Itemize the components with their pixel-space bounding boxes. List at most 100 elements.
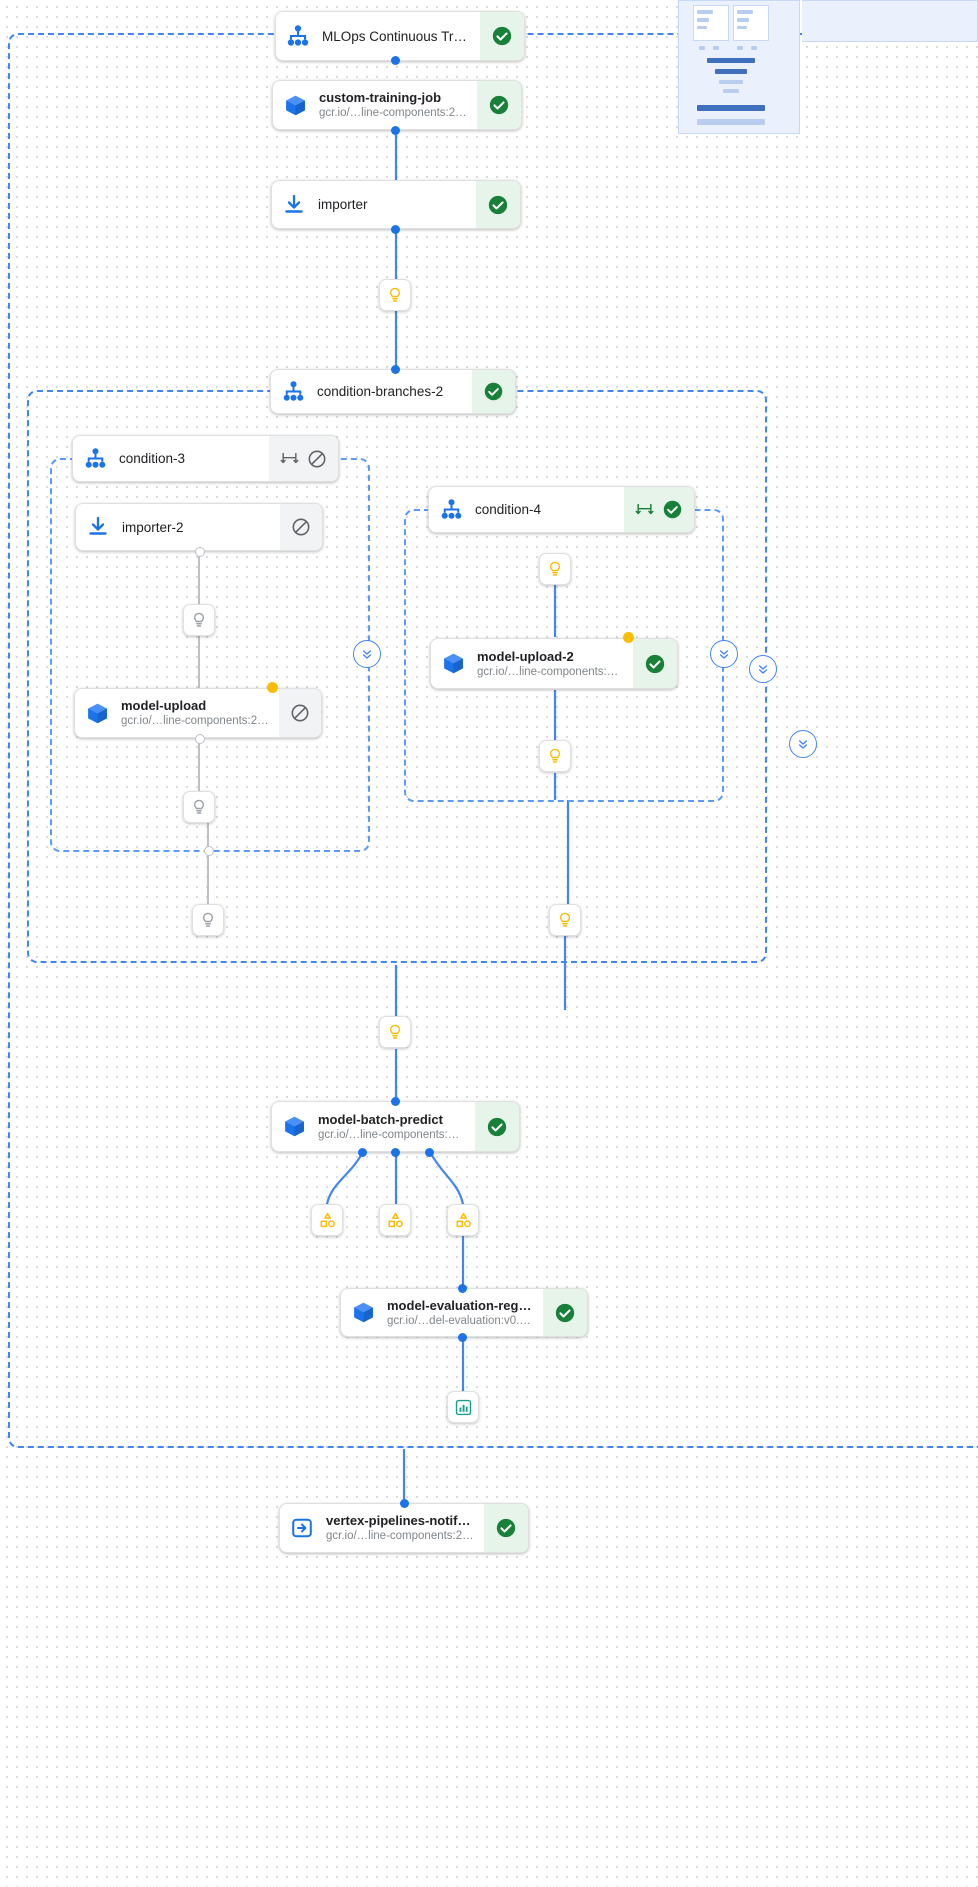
artifact-bulb-gray-icon[interactable] [183,604,215,636]
edge-dot [458,1284,467,1293]
minimap-bar [751,46,757,50]
collapse-chevrons-icon [719,650,729,659]
status-badge [633,639,677,688]
importer-download-icon [272,181,316,228]
node-title: model-upload-2 [477,648,574,664]
node-vertex-pipelines-notification[interactable]: vertex-pipelines-notificat… gcr.io/…line… [279,1503,529,1553]
minimap-bar [707,58,755,63]
no-entry-icon [291,704,309,722]
minimap-bar [697,18,709,22]
edge-dot [204,846,214,856]
collapse-toggle-root-dag[interactable] [789,730,817,758]
node-importer[interactable]: importer [271,180,521,229]
node-model-upload[interactable]: model-upload gcr.io/…line-components:2.6… [74,688,322,738]
collapse-toggle-condition-branches-2[interactable] [749,655,777,683]
dataset-shapes-icon[interactable] [379,1204,411,1236]
minimap-bar [723,89,739,93]
collapse-toggle-condition-4[interactable] [710,640,738,668]
node-subtitle: gcr.io/…line-components:2.6.0 [318,1128,465,1141]
artifact-bulb-amber-icon[interactable] [539,553,571,585]
status-badge [477,81,521,129]
edge-dot [400,1499,409,1508]
check-circle-icon [555,1303,575,1322]
component-cube-icon [431,639,475,688]
node-condition-4[interactable]: condition-4 [428,486,695,533]
no-entry-icon [292,518,310,536]
artifact-bulb-amber-icon[interactable] [379,279,411,311]
node-custom-training-job[interactable]: custom-training-job gcr.io/…line-compone… [272,80,522,130]
artifact-bulb-amber-icon[interactable] [539,740,571,772]
graph-minimap[interactable] [678,0,800,134]
status-badge [476,181,520,228]
minimap-bar [699,46,705,50]
status-badge [624,487,694,532]
minimap-bar [737,46,743,50]
check-circle-icon [488,195,508,214]
artifact-bulb-gray-icon[interactable] [192,904,224,936]
node-subtitle: gcr.io/…del-evaluation:v0.9.3 [387,1314,533,1327]
minimap-bar [697,105,765,111]
dag-root-icon [271,370,315,413]
node-root-dag[interactable]: MLOps Continuous Traini… [275,11,525,61]
collapse-chevrons-icon [362,650,372,659]
node-importer-2[interactable]: importer-2 [75,503,323,551]
artifact-bulb-amber-icon[interactable] [549,904,581,936]
collapse-chevrons-icon [798,740,808,749]
edge-dot [391,56,400,65]
minimap-bar [737,10,753,14]
collapse-chevrons-icon [758,665,768,674]
collapse-toggle-condition-3[interactable] [353,640,381,668]
node-condition-3[interactable]: condition-3 [72,435,339,482]
component-cube-icon [273,81,317,129]
minimap-bar [697,119,765,125]
dag-root-icon [429,487,473,532]
node-condition-branches-2[interactable]: condition-branches-2 [270,369,516,414]
minimap-bar [719,80,743,84]
edge-dot [391,365,400,374]
minimap-bar [697,26,707,29]
status-badge [269,436,338,481]
minimap-bar [697,10,713,14]
exit-handler-icon [280,1504,324,1552]
node-subtitle: gcr.io/…line-components:2.6.0 [477,665,623,678]
status-badge [280,504,322,550]
check-circle-icon [489,95,509,115]
status-badge [484,1504,528,1552]
minimap-bar [737,26,747,29]
check-circle-icon [484,382,503,401]
edge-dot [391,1097,400,1106]
status-badge [543,1289,587,1336]
minimap-bar [715,69,747,74]
dataset-shapes-icon[interactable] [447,1204,479,1236]
check-circle-icon [645,654,665,673]
node-model-upload-2[interactable]: model-upload-2 gcr.io/…line-components:2… [430,638,678,689]
node-title: custom-training-job [319,90,442,105]
edge-dot [358,1148,367,1157]
node-title: vertex-pipelines-notificat… [326,1513,474,1528]
status-badge [475,1102,519,1151]
node-model-evaluation-regression[interactable]: model-evaluation-regres… gcr.io/…del-eva… [340,1288,588,1337]
edge-dot-amber [623,632,634,643]
check-circle-icon [663,500,682,519]
metrics-bar-chart-icon[interactable] [447,1391,479,1423]
component-cube-icon [272,1102,316,1151]
artifact-bulb-amber-icon[interactable] [379,1016,411,1048]
check-circle-icon [496,1518,516,1538]
check-circle-icon [487,1117,507,1136]
edge-dot [195,547,205,557]
status-badge [480,12,524,60]
node-title: condition-4 [475,502,542,517]
status-badge [279,689,321,737]
graph-minimap-right-edge [802,0,978,42]
component-cube-icon [75,689,119,737]
artifact-bulb-gray-icon[interactable] [183,791,215,823]
no-entry-icon [308,450,326,467]
importer-download-icon [76,504,120,550]
dag-root-icon [73,436,117,481]
dataset-shapes-icon[interactable] [311,1204,343,1236]
node-model-batch-predict[interactable]: model-batch-predict gcr.io/…line-compone… [271,1101,520,1152]
node-title: model-upload [121,698,207,713]
node-subtitle: gcr.io/…line-components:2.6.0 [121,715,269,727]
edge-dot [458,1333,467,1342]
